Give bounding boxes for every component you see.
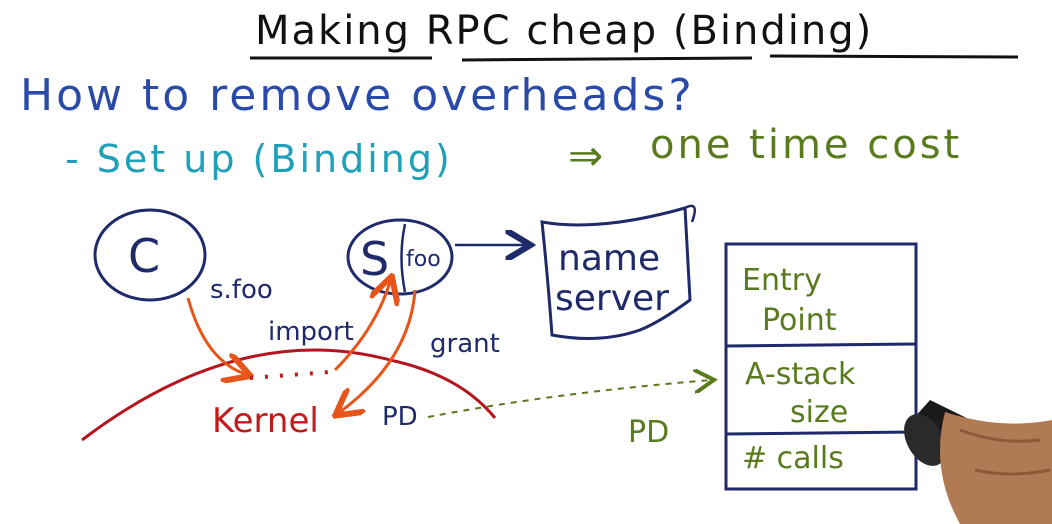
descriptor-astack-line2: size — [790, 395, 848, 430]
server-label: S — [360, 232, 389, 286]
descriptor-calls: # calls — [742, 441, 844, 476]
kernel-label: Kernel — [212, 401, 319, 441]
descriptor-astack-line1: A-stack — [745, 357, 856, 392]
descriptor-entry-line2: Point — [762, 303, 837, 338]
question-text: How to remove overheads? — [20, 70, 695, 121]
page-title: Making RPC cheap (Binding) — [255, 8, 873, 54]
descriptor-divider-2 — [725, 430, 917, 436]
setup-suffix: one time cost — [650, 122, 962, 168]
descriptor-box — [724, 242, 918, 491]
nameserver-line2: server — [555, 278, 669, 319]
title-underline-2 — [461, 56, 753, 62]
import-arrow — [333, 282, 390, 372]
client-circle — [93, 208, 207, 302]
hand-with-pen — [904, 400, 1052, 524]
nameserver-line1: name — [558, 238, 660, 279]
import-label: import — [268, 317, 354, 347]
nameserver-box — [540, 206, 692, 341]
implies-arrow: ⇒ — [568, 131, 603, 180]
grant-arrow — [340, 289, 417, 412]
title-underline-3 — [769, 54, 1019, 59]
client-call-label: s.foo — [210, 275, 273, 305]
server-proc-label: foo — [406, 247, 441, 272]
grant-label: grant — [430, 329, 500, 359]
setup-prefix: - Set up (Binding) — [65, 137, 453, 181]
pd-label: PD — [628, 415, 669, 450]
descriptor-entry-line1: Entry — [742, 263, 822, 298]
client-label: C — [128, 229, 160, 283]
client-to-kernel-arrow — [186, 297, 245, 374]
kernel-pd-label: PD — [382, 402, 418, 432]
nameserver-scroll-curl — [684, 204, 697, 223]
descriptor-divider-1 — [725, 342, 917, 348]
kernel-dots — [249, 370, 331, 380]
server-divider — [400, 223, 407, 293]
pd-dashed-arrow — [427, 380, 712, 418]
